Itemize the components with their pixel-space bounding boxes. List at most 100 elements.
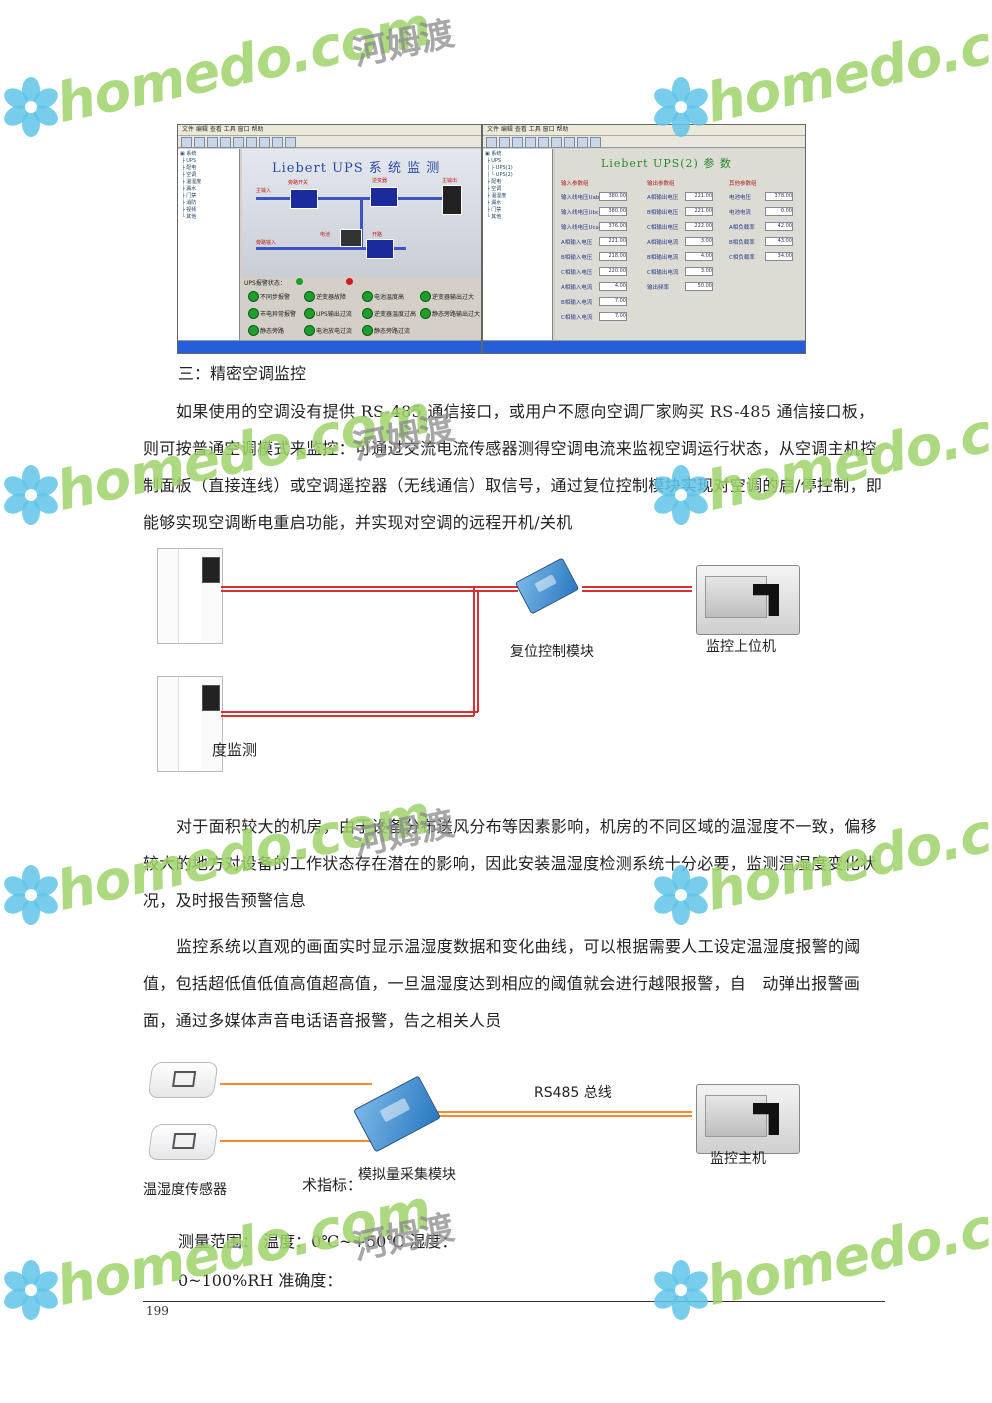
alarm-lamp bbox=[362, 308, 373, 319]
node-label-6: 旁路输入 bbox=[256, 240, 277, 246]
mimic-panel: Liebert UPS 系 统 监 测 旁路开关 逆变器 主输入 主输出 旁路输… bbox=[242, 149, 481, 277]
param-label: 电池电压 bbox=[729, 195, 752, 201]
lamp-label: 市电异常报警 bbox=[260, 311, 297, 318]
alarm-lamp bbox=[304, 325, 315, 336]
param-value-field: 34.00 bbox=[765, 252, 793, 261]
param-value-field: 221.00 bbox=[599, 237, 627, 246]
param-value-field: 42.00 bbox=[765, 222, 793, 231]
lamp-label: 逆变器温度过高 bbox=[374, 311, 417, 318]
bus-label: RS485 总线 bbox=[534, 1085, 612, 1101]
param-label: 输入线电压Ubc bbox=[561, 210, 600, 216]
node-label-5: 主输出 bbox=[442, 178, 458, 184]
menu-bar: 文件 编辑 查看 工具 窗口 帮助 bbox=[178, 125, 481, 136]
param-label: B相负载率 bbox=[729, 240, 755, 246]
param-label: A相负载率 bbox=[729, 225, 755, 231]
status-bar bbox=[483, 340, 805, 353]
alarm-lamp bbox=[362, 325, 373, 336]
ups-monitor-screenshot: 文件 编辑 查看 工具 窗口 帮助 ▣ 系统 ├ UPS ├ 配电 ├ 空调 ├… bbox=[177, 124, 482, 354]
spec-accuracy: 0~100%RH 准确度： bbox=[178, 1271, 343, 1290]
param-label: 电池电流 bbox=[729, 210, 752, 216]
host-computer-icon bbox=[696, 565, 800, 635]
partial-spec-label: 术指标： bbox=[302, 1176, 363, 1194]
col-header-output: 输出参数组 bbox=[647, 181, 675, 187]
param-value-field: 218.00 bbox=[599, 252, 627, 261]
param-label: C相输出电流 bbox=[647, 270, 679, 276]
node-label-2: 主输入 bbox=[256, 188, 272, 194]
param-label: 输入线电压Uab bbox=[561, 195, 600, 201]
ac-unit-icon bbox=[157, 548, 223, 644]
toolbar bbox=[483, 136, 805, 148]
ac-unit-icon bbox=[157, 676, 223, 772]
param-label: B相输入电压 bbox=[561, 255, 593, 261]
alarm-lamp bbox=[248, 325, 259, 336]
partial-label: 度监测 bbox=[212, 741, 258, 759]
bus-line-top bbox=[256, 197, 446, 200]
alarm-lamp bbox=[248, 308, 259, 319]
rectifier-box bbox=[290, 189, 318, 209]
host-computer-icon bbox=[696, 1084, 800, 1154]
params-title: Liebert UPS(2) 参 数 bbox=[601, 157, 732, 170]
param-value-field: 376.00 bbox=[599, 222, 627, 231]
param-value-field: 221.00 bbox=[685, 192, 713, 201]
lamp-label: 静态旁路 bbox=[260, 328, 285, 335]
inverter-box bbox=[370, 187, 398, 207]
lamp-label: 静态旁路过流 bbox=[374, 328, 411, 335]
lamp-label: 静态旁路输出过大 bbox=[432, 311, 481, 318]
param-value-field: 380.00 bbox=[599, 192, 627, 201]
status-bar bbox=[178, 340, 481, 353]
toolbar bbox=[178, 136, 481, 148]
param-label: B相输入电流 bbox=[561, 300, 593, 306]
load-box bbox=[442, 185, 462, 215]
lamp-label: 电池放电过流 bbox=[316, 328, 353, 335]
param-value-field: 380.00 bbox=[599, 207, 627, 216]
node-label-1: 逆变器 bbox=[372, 178, 388, 184]
alarm-lamp bbox=[420, 291, 431, 302]
section-title: 三：精密空调监控 bbox=[178, 364, 307, 383]
alarm-lamp-grid: 不同步报警 逆变器故障 电池温度高 逆变器输出过大 市电异常报警 UPS输出过流… bbox=[244, 289, 481, 339]
node-label-7: 开路 bbox=[372, 232, 383, 238]
alarm-lamp bbox=[304, 308, 315, 319]
host-computer-label: 监控上位机 bbox=[706, 639, 776, 655]
alarm-lamp bbox=[362, 291, 373, 302]
ups-params-screenshot: 文件 编辑 查看 工具 窗口 帮助 ▣ 系统 ├ UPS │ ├ UPS(1) … bbox=[482, 124, 806, 354]
param-value-field: 7.00 bbox=[599, 312, 627, 321]
reset-module-label: 复位控制模块 bbox=[510, 644, 594, 660]
param-value-field: 378.00 bbox=[765, 192, 793, 201]
lamp-label: 不同步报警 bbox=[260, 294, 291, 301]
page-number: 199 bbox=[146, 1304, 169, 1318]
param-value-field: 222.00 bbox=[685, 222, 713, 231]
param-label: 输入线电压Uca bbox=[561, 225, 599, 231]
param-label: B相输出电流 bbox=[647, 255, 679, 261]
alarm-lamp bbox=[304, 291, 315, 302]
battery-box bbox=[340, 229, 362, 247]
module-label: 模拟量采集模块 bbox=[358, 1167, 456, 1183]
bus-line-bottom bbox=[256, 247, 406, 250]
lamp-label: UPS输出过流 bbox=[316, 311, 352, 318]
spec-range: 测量范围： 温度：0℃~+50℃ 湿度： bbox=[178, 1232, 458, 1251]
param-label: 输出频率 bbox=[647, 285, 670, 291]
device-tree: ▣ 系统 ├ UPS │ ├ UPS(1) │ └ UPS(2) ├ 配电 ├ … bbox=[483, 149, 553, 341]
param-value-field: 4.00 bbox=[599, 282, 627, 291]
lamp-label: 电池温度高 bbox=[374, 294, 405, 301]
col-header-other: 其他参数组 bbox=[729, 181, 757, 187]
param-label: B相输出电压 bbox=[647, 210, 679, 216]
alarm-lamp bbox=[248, 291, 259, 302]
param-label: C相输入电流 bbox=[561, 315, 593, 321]
monitor-host-label: 监控主机 bbox=[710, 1151, 766, 1167]
param-value-field: 50.00 bbox=[685, 282, 713, 291]
param-value-field: 4.00 bbox=[685, 252, 713, 261]
col-header-input: 输入参数组 bbox=[561, 181, 589, 187]
param-value-field: 7.00 bbox=[599, 297, 627, 306]
param-value-field: 43.00 bbox=[765, 237, 793, 246]
device-tree: ▣ 系统 ├ UPS ├ 配电 ├ 空调 ├ 温湿度 ├ 漏水 ├ 门禁 ├ 消… bbox=[178, 149, 240, 341]
param-value-field: 0.00 bbox=[765, 207, 793, 216]
params-panel: Liebert UPS(2) 参 数 输入参数组 输出参数组 其他参数组 输入线… bbox=[555, 149, 805, 341]
paragraph-humidity-need: 对于面积较大的机房，由于设备分布送风分布等因素影响，机房的不同区域的温湿度不一致… bbox=[143, 817, 877, 910]
param-label: C相负载率 bbox=[729, 255, 755, 261]
param-label: A相输入电压 bbox=[561, 240, 593, 246]
param-label: A相输出电流 bbox=[647, 240, 679, 246]
bypass-box bbox=[366, 239, 394, 259]
mimic-title: Liebert UPS 系 统 监 测 bbox=[272, 161, 441, 176]
